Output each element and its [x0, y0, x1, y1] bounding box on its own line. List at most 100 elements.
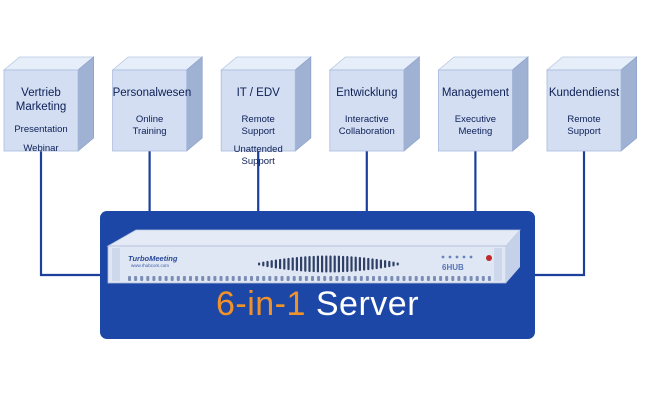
server-brand-url: www.rhubcom.com: [131, 263, 170, 268]
department-feature: Presentation: [14, 124, 68, 135]
vent-slot: [164, 276, 168, 281]
vent-slot: [316, 255, 319, 273]
vent-slot: [311, 276, 314, 281]
vent-slot: [146, 276, 150, 281]
department-cube: [2, 56, 95, 152]
vent-slot: [195, 276, 199, 281]
vent-slot: [243, 276, 247, 281]
vent-slot: [325, 255, 328, 273]
vent-slot: [270, 260, 273, 268]
vent-slot: [256, 276, 260, 281]
vent-slot: [329, 255, 332, 273]
vent-slot: [268, 276, 272, 281]
model-tag: 6HUB: [442, 263, 464, 272]
vent-slot: [266, 260, 269, 268]
vent-slot: [414, 276, 418, 281]
vent-slot: [213, 276, 217, 281]
vent-slot: [323, 276, 327, 281]
vent-slot: [426, 276, 430, 281]
vent-slot: [182, 276, 186, 281]
department-name: Vertrieb Marketing: [15, 87, 67, 113]
vent-slot: [433, 276, 436, 281]
server-unit: 6HUB: [106, 229, 521, 284]
department-feature: Webinar: [23, 142, 59, 154]
vent-slot: [420, 276, 424, 281]
vent-slot: [128, 276, 131, 281]
vent-slot: [300, 256, 303, 272]
vent-slot: [152, 276, 156, 281]
vent-slot: [396, 262, 399, 266]
vent-slot: [321, 255, 324, 273]
connector-line: [39, 151, 100, 277]
department-name: Management: [441, 87, 509, 99]
vent-slot: [274, 276, 278, 281]
vent-slot: [350, 256, 353, 272]
power-led-icon: [486, 255, 492, 261]
department-cube: [437, 56, 530, 152]
vent-slot: [295, 256, 298, 272]
vent-slot: [291, 257, 294, 271]
vent-slot: [384, 260, 387, 268]
vent-slot: [237, 276, 241, 281]
department-cube: [328, 56, 421, 152]
bottom-vent-row: [128, 276, 491, 281]
department-feature: Remote Support: [241, 114, 275, 137]
server-title-word: Server: [315, 285, 420, 323]
vent-slot: [354, 256, 357, 272]
vent-slot: [372, 276, 375, 281]
department-cube: [111, 56, 204, 152]
department-name: Kundendienst: [548, 87, 620, 99]
vent-slot: [371, 258, 374, 270]
server-title-number: 6-in-1: [215, 285, 306, 323]
vent-slot: [176, 276, 180, 281]
front-vent-grille: [258, 255, 399, 273]
vent-slot: [280, 276, 284, 281]
vent-slot: [158, 276, 162, 281]
vent-slot: [308, 256, 311, 272]
vent-slot: [457, 276, 461, 281]
server-title: 6-in-1 Server: [100, 285, 535, 324]
vent-slot: [353, 276, 357, 281]
vent-slot: [378, 276, 382, 281]
vent-slot: [375, 258, 378, 270]
vent-slot: [392, 261, 395, 267]
vent-slot: [312, 255, 315, 273]
vent-slot: [286, 276, 290, 281]
department-feature: Remote Support: [567, 114, 601, 137]
vent-slot: [347, 276, 351, 281]
vent-slot: [279, 258, 282, 270]
vent-slot: [359, 276, 363, 281]
vent-slot: [231, 276, 235, 281]
vent-slot: [475, 276, 479, 281]
department-name: IT / EDV: [236, 87, 280, 99]
department-name: Personalwesen: [112, 87, 192, 99]
department-cube: [220, 56, 312, 152]
vent-slot: [367, 257, 370, 271]
vent-slot: [445, 276, 449, 281]
vent-slot: [396, 276, 400, 281]
vent-slot: [219, 276, 223, 281]
vent-slot: [481, 276, 485, 281]
vent-slot: [274, 259, 277, 269]
vent-slot: [439, 276, 443, 281]
vent-slot: [225, 276, 229, 281]
vent-slot: [469, 276, 473, 281]
vent-slot: [390, 276, 394, 281]
vent-slot: [170, 276, 174, 281]
vent-slot: [341, 276, 345, 281]
vent-slot: [333, 255, 336, 273]
vent-slot: [346, 256, 349, 272]
connector-line: [535, 151, 586, 277]
vent-slot: [408, 276, 412, 281]
vent-slot: [262, 276, 266, 281]
vent-slot: [365, 276, 369, 281]
vent-slot: [298, 276, 302, 281]
vent-slot: [262, 261, 265, 267]
department-feature: Unattended Support: [233, 144, 283, 167]
